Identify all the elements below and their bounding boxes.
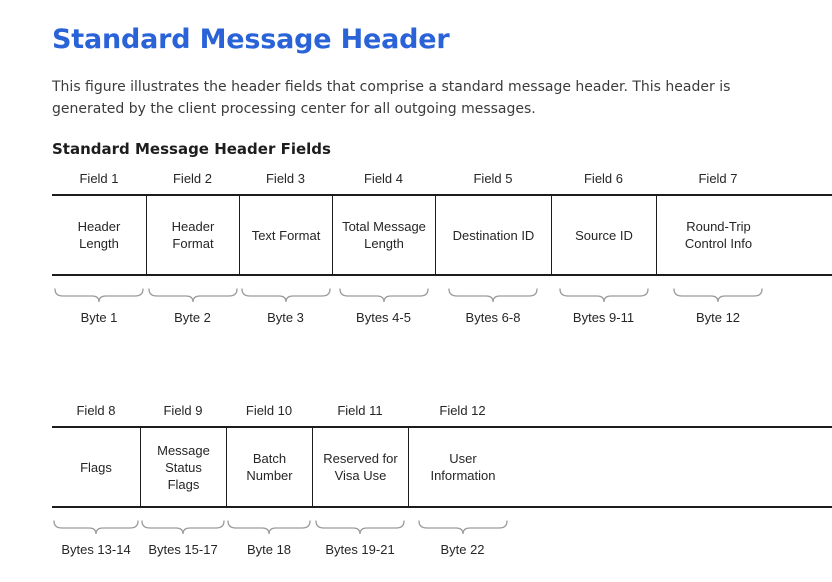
diagram-row-fields-1-7: Field 1 Field 2 Field 3 Field 4 Field 5 Field… bbox=[52, 171, 832, 325]
brace-cell bbox=[146, 286, 239, 304]
field-labels-row: Field 1 Field 2 Field 3 Field 4 Field 5 Field… bbox=[52, 171, 832, 194]
field-box: Flags bbox=[80, 459, 112, 475]
field-label: Field 1 bbox=[79, 171, 119, 187]
field-box: Batch Number bbox=[226, 428, 312, 507]
field-box: Message Status Flags bbox=[140, 428, 226, 507]
field-box: Reserved for Visa Use bbox=[312, 428, 408, 507]
underbrace-icon bbox=[54, 288, 144, 303]
underbrace-icon bbox=[448, 288, 538, 303]
field-label: Field 5 bbox=[473, 171, 513, 187]
brace-cell bbox=[656, 286, 780, 304]
byte-label: Bytes 9-11 bbox=[572, 310, 635, 326]
diagram-row-fields-8-12: Field 8 Field 9 Field 10 Field 11 Field 12 Fl… bbox=[52, 403, 832, 557]
underbrace-icon bbox=[227, 520, 311, 535]
figure-title: Standard Message Header Fields bbox=[52, 140, 331, 159]
field-label: Field 3 bbox=[265, 171, 306, 187]
byte-labels-row: Byte 1 Byte 2 Byte 3 Bytes 4-5 Bytes 6-8 Byte… bbox=[52, 304, 832, 325]
field-label: Field 7 bbox=[698, 171, 738, 187]
underbrace-icon bbox=[338, 288, 429, 303]
byte-label: Byte 1 bbox=[80, 310, 118, 326]
byte-label: Byte 2 bbox=[174, 310, 211, 326]
underbrace-icon bbox=[558, 288, 649, 303]
brace-cell bbox=[140, 518, 226, 536]
brace-cell bbox=[332, 286, 435, 304]
field-label: Field 9 bbox=[163, 403, 203, 419]
field-box: Header Length bbox=[77, 219, 121, 252]
byte-label: Bytes 13-14 bbox=[61, 542, 131, 558]
underbrace-icon bbox=[673, 288, 763, 303]
field-box: Destination ID bbox=[435, 196, 551, 275]
byte-label: Bytes 4-5 bbox=[356, 310, 411, 326]
brace-cell bbox=[52, 518, 140, 536]
field-labels-row: Field 8 Field 9 Field 10 Field 11 Field 12 bbox=[52, 403, 832, 426]
field-label: Field 10 bbox=[245, 403, 293, 419]
byte-label: Byte 22 bbox=[440, 542, 485, 558]
byte-labels-row: Bytes 13-14 Bytes 15-17 Byte 18 Bytes 19-21… bbox=[52, 536, 832, 557]
underbrace-icon bbox=[240, 288, 331, 303]
underbrace-icon bbox=[315, 520, 405, 535]
byte-label: Bytes 6-8 bbox=[465, 310, 521, 326]
field-box: Source ID bbox=[551, 196, 656, 275]
brace-cell bbox=[312, 518, 408, 536]
field-label: Field 8 bbox=[76, 403, 116, 419]
byte-label: Bytes 15-17 bbox=[148, 542, 218, 558]
field-label: Field 2 bbox=[172, 171, 213, 187]
braces-row bbox=[52, 286, 832, 304]
page-title: Standard Message Header bbox=[52, 24, 450, 55]
document-page: Standard Message Header This figure illu… bbox=[52, 24, 832, 557]
underbrace-icon bbox=[147, 288, 238, 303]
braces-row bbox=[52, 518, 832, 536]
field-label: Field 12 bbox=[439, 403, 486, 419]
field-box: Round-Trip Control Info bbox=[656, 196, 780, 275]
header-fields-diagram: Field 1 Field 2 Field 3 Field 4 Field 5 Field… bbox=[52, 171, 832, 557]
underbrace-icon bbox=[417, 520, 508, 535]
brace-cell bbox=[239, 286, 332, 304]
field-label: Field 6 bbox=[583, 171, 624, 187]
field-box: User Information bbox=[408, 428, 517, 507]
byte-label: Byte 3 bbox=[267, 310, 304, 326]
brace-cell bbox=[551, 286, 656, 304]
brace-cell bbox=[52, 286, 146, 304]
underbrace-icon bbox=[141, 520, 225, 535]
byte-label: Byte 12 bbox=[695, 310, 741, 326]
byte-label: Byte 18 bbox=[246, 542, 292, 558]
underbrace-icon bbox=[53, 520, 139, 535]
field-label: Field 11 bbox=[337, 403, 383, 419]
field-label: Field 4 bbox=[363, 171, 404, 187]
brace-cell bbox=[226, 518, 312, 536]
intro-paragraph: This figure illustrates the header field… bbox=[52, 79, 731, 117]
brace-cell bbox=[435, 286, 551, 304]
field-box: Text Format bbox=[239, 196, 332, 275]
field-box: Header Format bbox=[146, 196, 239, 275]
brace-cell bbox=[408, 518, 517, 536]
field-box: Total Message Length bbox=[332, 196, 435, 275]
byte-label: Bytes 19-21 bbox=[325, 542, 395, 558]
